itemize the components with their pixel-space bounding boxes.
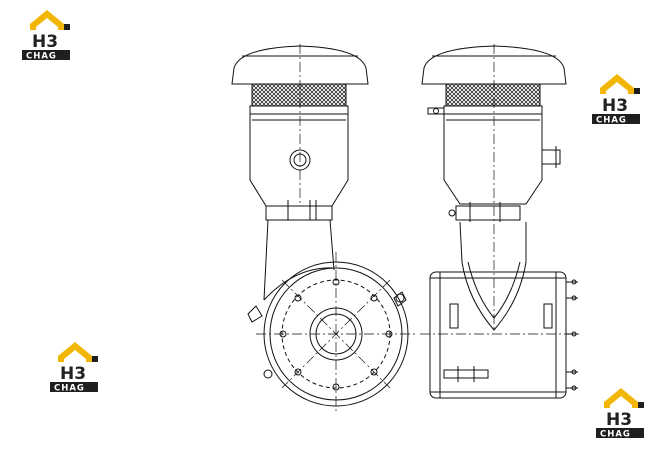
house-logo-icon: H3 CHAG xyxy=(596,388,644,439)
brand-logo-top-right: H3 CHAG xyxy=(588,72,646,124)
lower-clamp-side xyxy=(455,205,521,221)
intake-mesh xyxy=(251,83,347,107)
logo-word: CHAG xyxy=(54,384,85,393)
logo-letters: H3 xyxy=(32,32,58,52)
house-logo-icon: H3 CHAG xyxy=(592,74,640,125)
brand-logo-top-left: H3 CHAG xyxy=(18,8,76,60)
housing-side xyxy=(429,271,567,399)
end-cover-bolts xyxy=(566,279,578,391)
side-stub xyxy=(541,149,561,165)
brand-logo-bottom-right: H3 CHAG xyxy=(592,386,650,438)
logo-word: CHAG xyxy=(26,52,57,61)
outlet-duct xyxy=(263,219,335,301)
house-logo-icon: H3 CHAG xyxy=(50,342,98,393)
side-view xyxy=(421,45,578,399)
mounting-foot xyxy=(443,369,489,379)
left-bracket xyxy=(247,305,263,323)
logo-letters: H3 xyxy=(606,410,632,430)
logo-word: CHAG xyxy=(600,430,631,439)
logo-letters: H3 xyxy=(602,96,628,116)
logo-word: CHAG xyxy=(596,116,627,125)
filter-canister xyxy=(249,114,349,207)
front-view xyxy=(231,45,409,407)
filter-canister-side xyxy=(443,114,543,205)
intake-mesh-side xyxy=(445,83,541,107)
lower-clamp xyxy=(265,205,333,221)
house-logo-icon: H3 CHAG xyxy=(22,10,70,61)
center-lines xyxy=(256,44,580,414)
brand-logo-bottom-left: H3 CHAG xyxy=(46,340,104,392)
logo-letters: H3 xyxy=(60,364,86,384)
